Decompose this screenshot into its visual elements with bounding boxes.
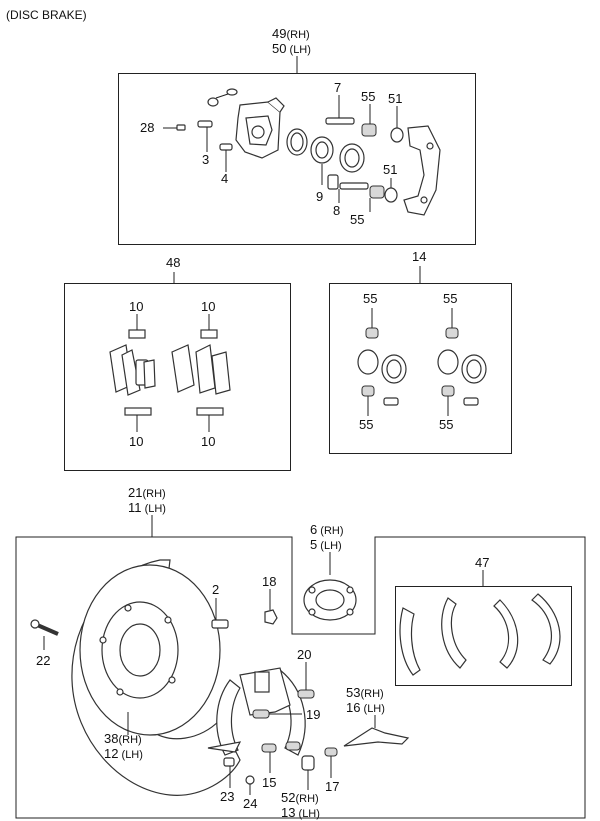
diagram-header: (DISC BRAKE) (6, 8, 87, 22)
guide-pins (325, 117, 369, 190)
backing-plate (71, 559, 241, 796)
label-seal-55b: 55 (443, 291, 458, 306)
label-pad-10a: 10 (129, 299, 144, 314)
brake-pad-set-left (109, 329, 156, 416)
label-pad-10d: 10 (201, 434, 216, 449)
label-r16: 16 (LH) (346, 700, 385, 716)
label-28: 28 (140, 120, 155, 135)
piston-seals (286, 128, 365, 173)
label-caliper-rh: 49(RH) (272, 26, 310, 42)
rear-brake-outline (15, 536, 586, 819)
label-shoe-kit: 47 (475, 555, 490, 570)
label-4: 4 (221, 171, 229, 186)
bolt-2 (211, 619, 229, 629)
label-pad-10b: 10 (201, 299, 216, 314)
label-pad-10c: 10 (129, 434, 144, 449)
nut-18 (264, 609, 278, 625)
label-seal-55c: 55 (359, 417, 374, 432)
seal-kit-parts-right (437, 327, 487, 406)
label-51b: 51 (383, 162, 398, 177)
label-55a: 55 (361, 89, 376, 104)
label-7: 7 (334, 80, 342, 95)
springs (223, 689, 338, 785)
label-r19: 19 (306, 707, 321, 722)
brake-pad-set-right (171, 329, 231, 416)
label-9: 9 (316, 189, 324, 204)
caliper-bracket (403, 125, 441, 216)
label-r22: 22 (36, 653, 51, 668)
seal-kit-parts-left (357, 327, 407, 406)
seal-kit-box (329, 283, 512, 454)
caliper-assembly-box (118, 73, 476, 245)
label-seal-kit: 14 (412, 249, 427, 264)
label-r38: 38(RH) (104, 731, 142, 747)
label-r24: 24 (243, 796, 258, 811)
label-r17: 17 (325, 779, 340, 794)
label-8: 8 (333, 203, 341, 218)
wheel-stud (30, 619, 59, 636)
label-r18: 18 (262, 574, 277, 589)
label-rear-rh: 21(RH) (128, 485, 166, 501)
label-r2: 2 (212, 582, 220, 597)
label-drum-lh: 5 (LH) (310, 537, 342, 553)
label-55b: 55 (350, 212, 365, 227)
label-r12: 12 (LH) (104, 746, 143, 762)
label-pad-kit: 48 (166, 255, 181, 270)
label-r23: 23 (220, 789, 235, 804)
hub-adapter (303, 579, 357, 621)
caliper-body (235, 97, 285, 159)
shoe-kit-parts (399, 593, 561, 676)
pad-kit-box (64, 283, 291, 471)
label-r13: 13 (LH) (281, 805, 320, 821)
label-rear-lh: 11 (LH) (128, 500, 166, 516)
label-51a: 51 (388, 91, 403, 106)
label-r52: 52(RH) (281, 790, 319, 806)
parking-strut (343, 727, 410, 747)
label-r20: 20 (297, 647, 312, 662)
label-r53: 53(RH) (346, 685, 384, 701)
bushings (384, 127, 404, 203)
shoe-kit-box (395, 586, 572, 686)
label-3: 3 (202, 152, 210, 167)
label-caliper-lh: 50 (LH) (272, 41, 311, 57)
guide-pin-boots (361, 123, 385, 199)
label-seal-55a: 55 (363, 291, 378, 306)
label-r15: 15 (262, 775, 277, 790)
label-drum-rh: 6 (RH) (310, 522, 344, 538)
label-seal-55d: 55 (439, 417, 454, 432)
